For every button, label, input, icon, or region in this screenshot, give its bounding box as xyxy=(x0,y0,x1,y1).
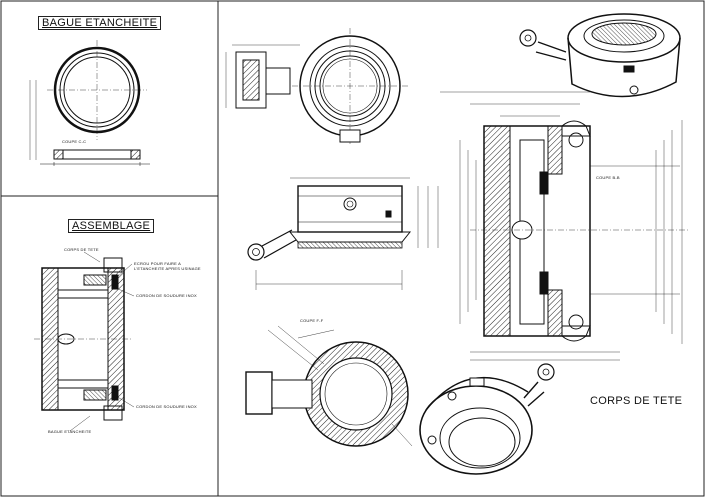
iso-view-bottom xyxy=(419,363,555,475)
title-bague-etancheite: BAGUE ETANCHEITE xyxy=(38,16,162,30)
label-cordon-bottom: CORDON DE SOUDURE INOX xyxy=(136,404,197,409)
corps-side-elevation xyxy=(225,44,300,109)
label-bague-etancheite: BAGUE ETANCHEITE xyxy=(48,429,92,434)
label-coupe-cc: COUPE C-C xyxy=(62,139,87,144)
bague-ring-section xyxy=(40,149,150,166)
label-coupe-ff: COUPE F-F xyxy=(300,318,324,323)
bague-ring-top-view xyxy=(47,40,147,140)
corps-main-section xyxy=(440,91,690,361)
label-cordon-top: CORDON DE SOUDURE INOX xyxy=(136,293,197,298)
label-corps-de-tete: CORPS DE TETE xyxy=(64,247,99,252)
corps-front-elevation xyxy=(247,177,439,290)
assembly-section xyxy=(34,257,132,421)
corps-top-view xyxy=(292,28,408,144)
title-assemblage: ASSEMBLAGE xyxy=(68,219,155,233)
bague-vertical-dims xyxy=(29,80,37,160)
iso-view-top xyxy=(519,13,681,98)
assembly-leaders xyxy=(69,251,135,432)
coupe-ff-view xyxy=(245,325,413,447)
label-ecrou: ECROU POUR FAIRE A L'ETANCHEITE APRES US… xyxy=(134,261,201,271)
title-corps-de-tete: CORPS DE TETE xyxy=(590,395,683,407)
label-coupe-bb: COUPE B-B xyxy=(596,175,620,180)
